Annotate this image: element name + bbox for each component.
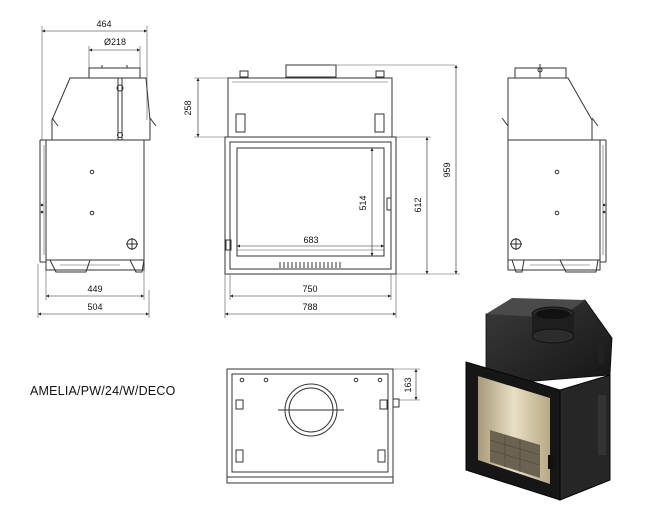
dim-side-width: 464	[96, 19, 111, 29]
dim-glass-height: 514	[358, 195, 368, 210]
front-grille	[279, 262, 341, 268]
dim-total-height: 959	[442, 162, 452, 177]
dim-top-height: 258	[183, 100, 193, 115]
front-view: 258 683	[183, 64, 460, 318]
dim-glass-width: 683	[303, 235, 318, 245]
dim-inner-width: 750	[302, 284, 317, 294]
dim-flue-diameter: Ø218	[104, 37, 126, 47]
dim-opening-height: 612	[413, 197, 423, 212]
top-view: 163	[226, 368, 420, 484]
side-view-right	[501, 64, 607, 273]
model-name: AMELIA/PW/24/W/DECO	[30, 384, 176, 398]
dim-top-depth: 163	[403, 377, 413, 392]
dim-outer-width: 788	[302, 302, 317, 312]
fireplace-render	[465, 298, 613, 501]
side-view-left: 464 Ø218	[37, 19, 157, 318]
dim-depth-outer: 504	[87, 302, 102, 312]
dim-depth-inner: 449	[87, 284, 102, 294]
